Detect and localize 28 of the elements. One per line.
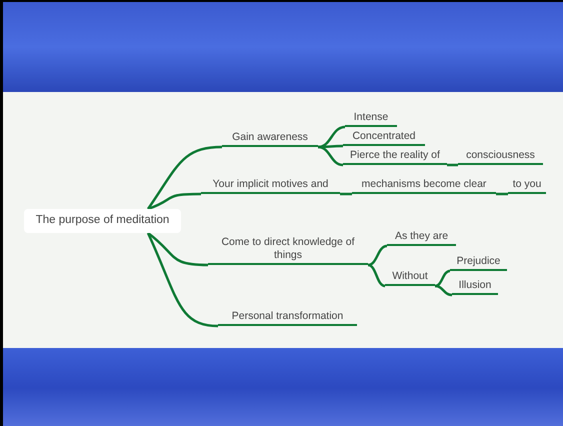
branch-topic: Pierce the reality of bbox=[343, 148, 447, 165]
branch-topic: consciousness bbox=[458, 148, 543, 165]
branch-topic: Gain awareness bbox=[222, 130, 318, 147]
branch-topic: Concentrated bbox=[343, 129, 425, 146]
branch-line bbox=[340, 192, 352, 196]
branch-topic: mechanisms become clear bbox=[352, 177, 496, 194]
branch-line bbox=[148, 192, 202, 210]
branch-line bbox=[368, 244, 388, 266]
branch-line bbox=[318, 144, 343, 148]
branch-topic: Personal transformation bbox=[218, 309, 357, 326]
branch-line bbox=[368, 264, 386, 288]
branch-topic: to you bbox=[508, 177, 546, 194]
branch-line bbox=[434, 284, 452, 296]
branch-topic: Without bbox=[385, 269, 435, 286]
branch-topic: Intense bbox=[345, 110, 397, 127]
branch-line bbox=[147, 232, 208, 266]
branch-line bbox=[447, 164, 458, 166]
branch-topic: Your implicit motives and bbox=[201, 177, 340, 194]
branch-topic: Illusion bbox=[452, 278, 498, 295]
branch-line bbox=[146, 146, 222, 210]
branch-line bbox=[146, 232, 218, 328]
branch-topic: As they are bbox=[387, 229, 456, 246]
branch-topic: Come to direct knowledge of things bbox=[208, 232, 368, 265]
branch-line bbox=[434, 270, 450, 288]
branch-line bbox=[318, 146, 344, 166]
branch-line bbox=[496, 192, 508, 196]
central-topic-box: The purpose of meditation bbox=[24, 209, 181, 233]
branch-topic: Prejudice bbox=[450, 254, 507, 271]
